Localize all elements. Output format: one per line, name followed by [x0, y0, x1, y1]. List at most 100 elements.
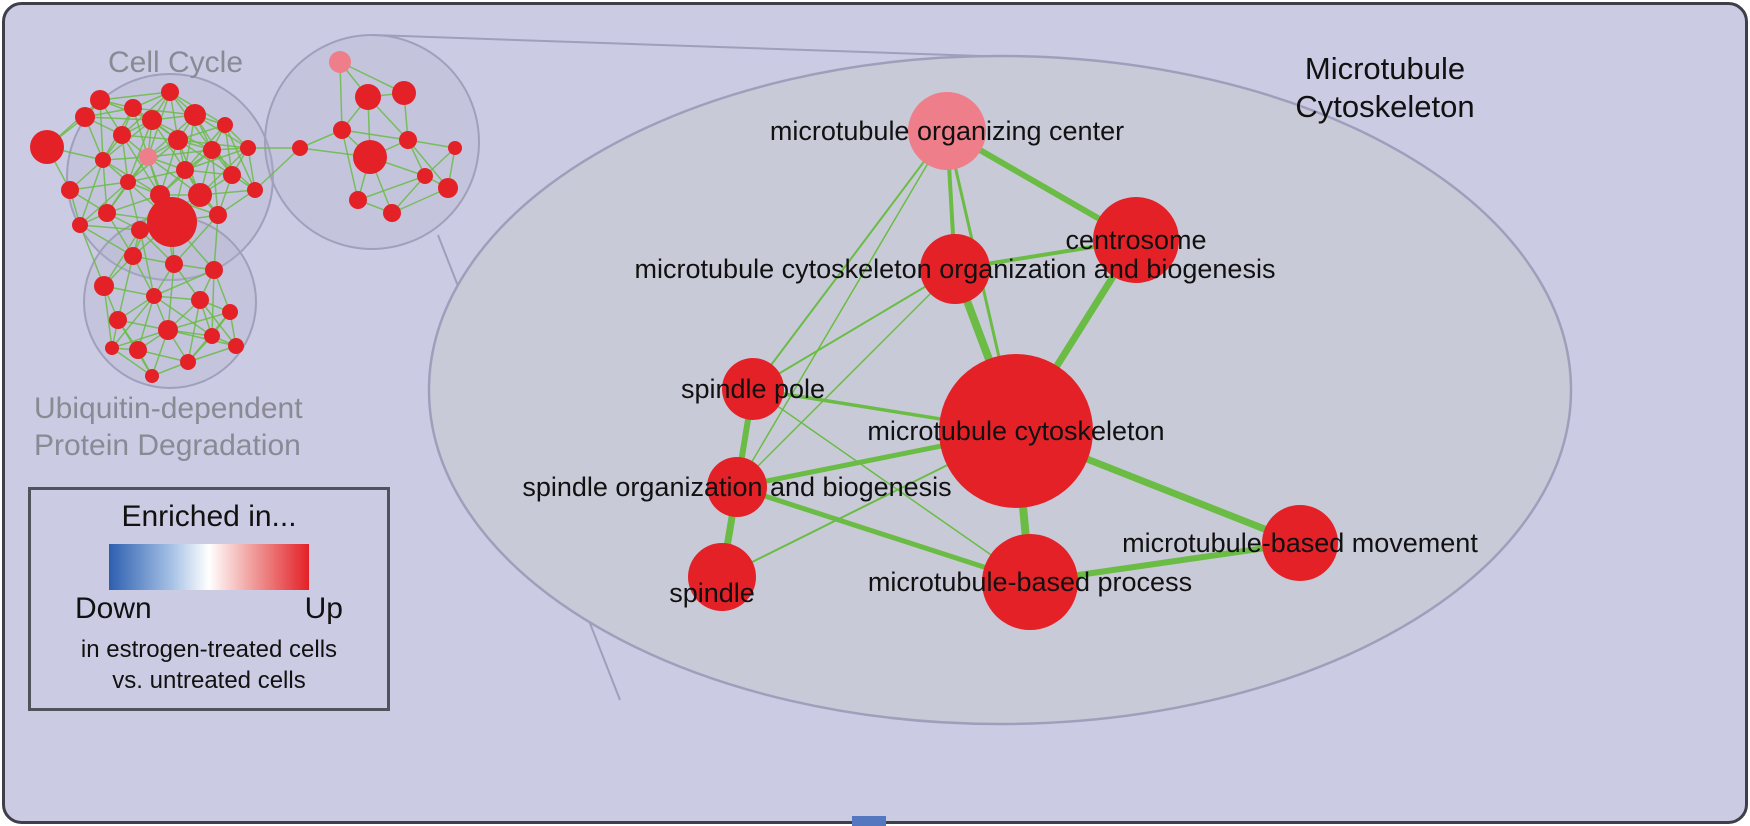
- overview-node[interactable]: [383, 204, 401, 222]
- overview-node[interactable]: [120, 174, 136, 190]
- overview-node[interactable]: [124, 247, 142, 265]
- magnifier-cone-line: [371, 34, 1011, 58]
- overview-edge: [167, 263, 175, 331]
- overview-node[interactable]: [205, 261, 223, 279]
- overview-edge: [167, 329, 237, 347]
- overview-edge: [99, 99, 104, 161]
- legend-title: Enriched in...: [121, 500, 297, 533]
- overview-node[interactable]: [129, 341, 147, 359]
- overview-edge: [187, 345, 237, 363]
- overview-node[interactable]: [333, 121, 351, 139]
- overview-node[interactable]: [217, 117, 233, 133]
- overview-node[interactable]: [131, 221, 149, 239]
- zoom-node-mt_cytoskeleton[interactable]: [939, 354, 1093, 508]
- overview-edge: [213, 214, 219, 271]
- overview-node[interactable]: [168, 130, 188, 150]
- zoom-edge-mco-spindle_pole: [752, 268, 956, 390]
- zoom-node-centrosome[interactable]: [1093, 197, 1179, 283]
- overview-node[interactable]: [61, 181, 79, 199]
- zoom-edge-moc-spindle_pole: [752, 130, 948, 390]
- overview-node[interactable]: [176, 161, 194, 179]
- overview-node[interactable]: [72, 217, 88, 233]
- overview-node[interactable]: [142, 110, 162, 130]
- legend-subtitle-line1: in estrogen-treated cells: [80, 636, 338, 663]
- overview-node[interactable]: [109, 311, 127, 329]
- overview-node[interactable]: [191, 291, 209, 309]
- overview-edge: [79, 159, 104, 226]
- overview-node[interactable]: [165, 255, 183, 273]
- overview-node[interactable]: [228, 338, 244, 354]
- overview-edge: [103, 229, 141, 287]
- overview-edge: [177, 139, 233, 176]
- overview-edge: [69, 181, 129, 191]
- overview-edge: [137, 295, 155, 351]
- overview-node[interactable]: [223, 166, 241, 184]
- overview-node[interactable]: [188, 183, 212, 207]
- overview-node[interactable]: [448, 141, 462, 155]
- overview-node[interactable]: [349, 191, 367, 209]
- overview-node[interactable]: [209, 206, 227, 224]
- zoom-node-label-mt_process: microtubule-based process: [868, 567, 1192, 597]
- overview-edge: [127, 119, 153, 183]
- overview-node[interactable]: [94, 276, 114, 296]
- overview-edge: [99, 91, 171, 101]
- overview-edge: [103, 285, 113, 349]
- zoom-node-label-moc: microtubule organizing center: [770, 116, 1124, 146]
- zoom-node-label-spindle_pole: spindle pole: [681, 374, 825, 404]
- overview-edge: [341, 129, 409, 141]
- overview-node[interactable]: [204, 328, 220, 344]
- zoom-node-spindle_org[interactable]: [707, 457, 767, 517]
- cluster-label-ubiquitin-line1: Ubiquitin-dependent: [34, 392, 303, 425]
- overview-node[interactable]: [180, 354, 196, 370]
- overview-node[interactable]: [113, 126, 131, 144]
- overview-node[interactable]: [240, 140, 256, 156]
- zoom-edge-spindle_org-mt_process: [734, 484, 1033, 585]
- legend-subtitle-line2: vs. untreated cells: [112, 667, 306, 694]
- legend-up-label: Up: [304, 592, 343, 625]
- overview-node[interactable]: [247, 182, 263, 198]
- overview-edge: [79, 224, 134, 257]
- overview-node[interactable]: [292, 140, 308, 156]
- overview-node[interactable]: [124, 99, 142, 117]
- overview-node[interactable]: [105, 341, 119, 355]
- overview-node[interactable]: [98, 204, 116, 222]
- overview-node[interactable]: [139, 148, 157, 166]
- overview-node[interactable]: [90, 90, 110, 110]
- overview-edge: [127, 169, 186, 183]
- overview-node[interactable]: [399, 131, 417, 149]
- overview-node[interactable]: [184, 104, 206, 126]
- overview-node[interactable]: [158, 320, 178, 340]
- zoom-node-label-centrosome: centrosome: [1065, 225, 1206, 255]
- zoom-node-mt_movement[interactable]: [1262, 505, 1338, 581]
- overview-node[interactable]: [147, 197, 197, 247]
- overview-node[interactable]: [222, 304, 238, 320]
- overview-edge: [211, 149, 219, 216]
- zoom-node-label-mt_cytoskeleton: microtubule cytoskeleton: [867, 416, 1164, 446]
- overview-node[interactable]: [353, 140, 387, 174]
- zoom-node-moc[interactable]: [908, 92, 986, 170]
- overview-node[interactable]: [161, 83, 179, 101]
- zoom-node-spindle[interactable]: [688, 543, 756, 611]
- overview-node[interactable]: [329, 51, 351, 73]
- overview-node[interactable]: [95, 152, 111, 168]
- overview-node[interactable]: [438, 178, 458, 198]
- overview-edge: [173, 214, 219, 265]
- overview-edge: [84, 116, 153, 121]
- overview-node[interactable]: [146, 288, 162, 304]
- overview-node[interactable]: [30, 130, 64, 164]
- overview-edge: [391, 187, 449, 214]
- overview-edge: [339, 61, 343, 131]
- overview-node[interactable]: [417, 168, 433, 184]
- zoom-node-mco[interactable]: [920, 234, 990, 304]
- zoom-node-mt_process[interactable]: [982, 534, 1078, 630]
- zoom-node-spindle_pole[interactable]: [722, 358, 784, 420]
- overview-node[interactable]: [145, 369, 159, 383]
- overview-edge: [187, 299, 201, 363]
- overview-node[interactable]: [75, 107, 95, 127]
- overview-edge: [254, 147, 301, 191]
- legend-box: Enriched in... Down Up in estrogen-treat…: [28, 487, 390, 711]
- overview-node[interactable]: [203, 141, 221, 159]
- overview-node[interactable]: [355, 84, 381, 110]
- overview-node[interactable]: [392, 81, 416, 105]
